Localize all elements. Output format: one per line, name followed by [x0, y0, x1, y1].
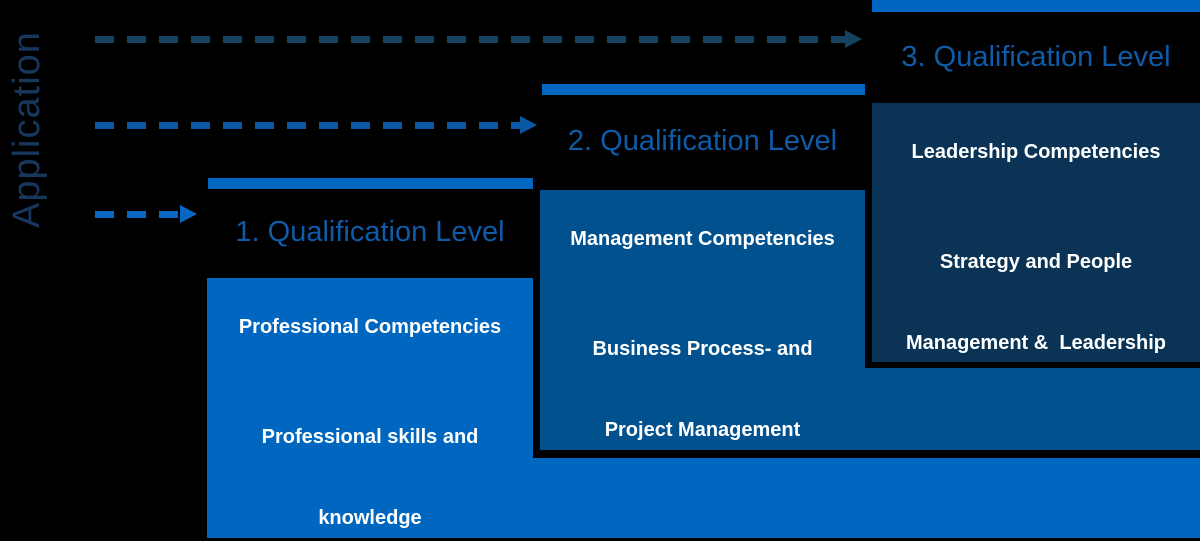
level-1-heading: 1. Qualification Level: [235, 216, 505, 248]
arrow-head-icon: [845, 30, 862, 48]
subtitle-line-2: Management & Leadership: [905, 332, 1167, 354]
level-2-box-extension: [865, 368, 1200, 450]
arrow-head-icon: [520, 116, 537, 134]
subtitle-line-1: Business Process- and: [592, 338, 813, 360]
level-2-box-title: Management Competencies: [570, 228, 835, 250]
subtitle-line-1: Professional skills and: [261, 426, 479, 448]
level-2-box-subtitle: Business Process- and Project Management: [540, 282, 865, 498]
subtitle-line-1: Strategy and People: [939, 251, 1133, 273]
subtitle-line-2: Project Management: [604, 419, 801, 441]
arrow-head-icon: [180, 205, 197, 223]
level-1-box-title: Professional Competencies: [238, 316, 502, 338]
level-3-box-subtitle: Strategy and People Management & Leaders…: [872, 195, 1200, 411]
arrow-dashed-line: [95, 122, 520, 129]
level-1-accent-bar: [208, 178, 533, 189]
level-2-accent-bar: [542, 84, 865, 95]
level-3-heading: 3. Qualification Level: [901, 41, 1171, 73]
subtitle-line-2: knowledge: [318, 507, 422, 529]
application-axis-label: Application: [6, 31, 48, 229]
level-2-box: Management Competencies Business Process…: [540, 190, 865, 450]
level-1-box: Professional Competencies Professional s…: [207, 278, 533, 538]
level-3-accent-bar: [872, 0, 1200, 12]
arrow-dashed-line: [95, 211, 180, 218]
level-2-heading: 2. Qualification Level: [567, 125, 838, 157]
arrow-dashed-line: [95, 36, 845, 43]
level-3-box: Leadership Competencies Strategy and Peo…: [872, 103, 1200, 362]
level-1-box-subtitle: Professional skills and knowledge: [207, 370, 533, 541]
level-3-box-title: Leadership Competencies: [911, 141, 1161, 163]
